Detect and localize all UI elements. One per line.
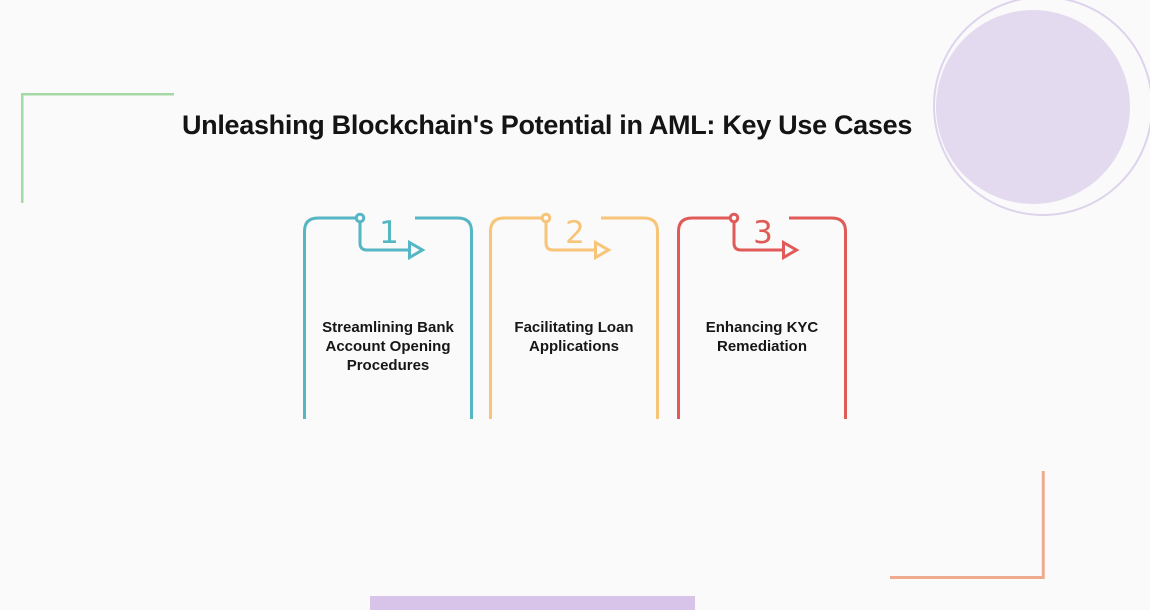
flow-line <box>544 220 596 252</box>
arrowhead-icon <box>408 239 426 261</box>
card-number: 1 <box>379 215 399 251</box>
bottom-accent-bar <box>370 596 695 610</box>
card-label: Facilitating Loan Applications <box>514 319 634 355</box>
card-border-right <box>601 216 659 419</box>
pin-circle-icon <box>540 212 552 224</box>
card-number: 2 <box>565 215 585 251</box>
card-border-right <box>789 216 847 419</box>
card-border-left <box>303 216 360 419</box>
circle-outline-icon <box>933 0 1150 216</box>
corner-bracket-bottom-right-icon <box>890 471 1045 579</box>
page-title: Unleashing Blockchain's Potential in AML… <box>181 110 913 140</box>
flow-line <box>358 220 410 252</box>
use-case-card-1: 1 Streamlining Bank Account Opening Proc… <box>303 210 473 419</box>
card-border-right <box>415 216 473 419</box>
corner-bracket-top-left-icon <box>21 93 174 203</box>
card-frame-2: 2 <box>489 212 659 419</box>
arrowhead-icon <box>782 239 800 261</box>
use-case-card-2: 2 Facilitating Loan Applications <box>489 210 659 419</box>
decorative-circles <box>933 0 1150 216</box>
pin-circle-icon <box>354 212 366 224</box>
use-case-card-3: 3 Enhancing KYC Remediation <box>677 210 847 419</box>
circle-fill-icon <box>936 10 1130 204</box>
card-number: 3 <box>753 215 773 251</box>
flow-line <box>732 220 784 252</box>
card-label: Streamlining Bank Account Opening Proced… <box>322 319 454 374</box>
card-border-left <box>677 216 734 419</box>
card-frame-1: 1 <box>303 212 473 419</box>
card-frame-3: 3 <box>677 212 847 419</box>
pin-circle-icon <box>728 212 740 224</box>
card-border-left <box>489 216 546 419</box>
arrowhead-icon <box>594 239 612 261</box>
card-label: Enhancing KYC Remediation <box>705 319 819 355</box>
